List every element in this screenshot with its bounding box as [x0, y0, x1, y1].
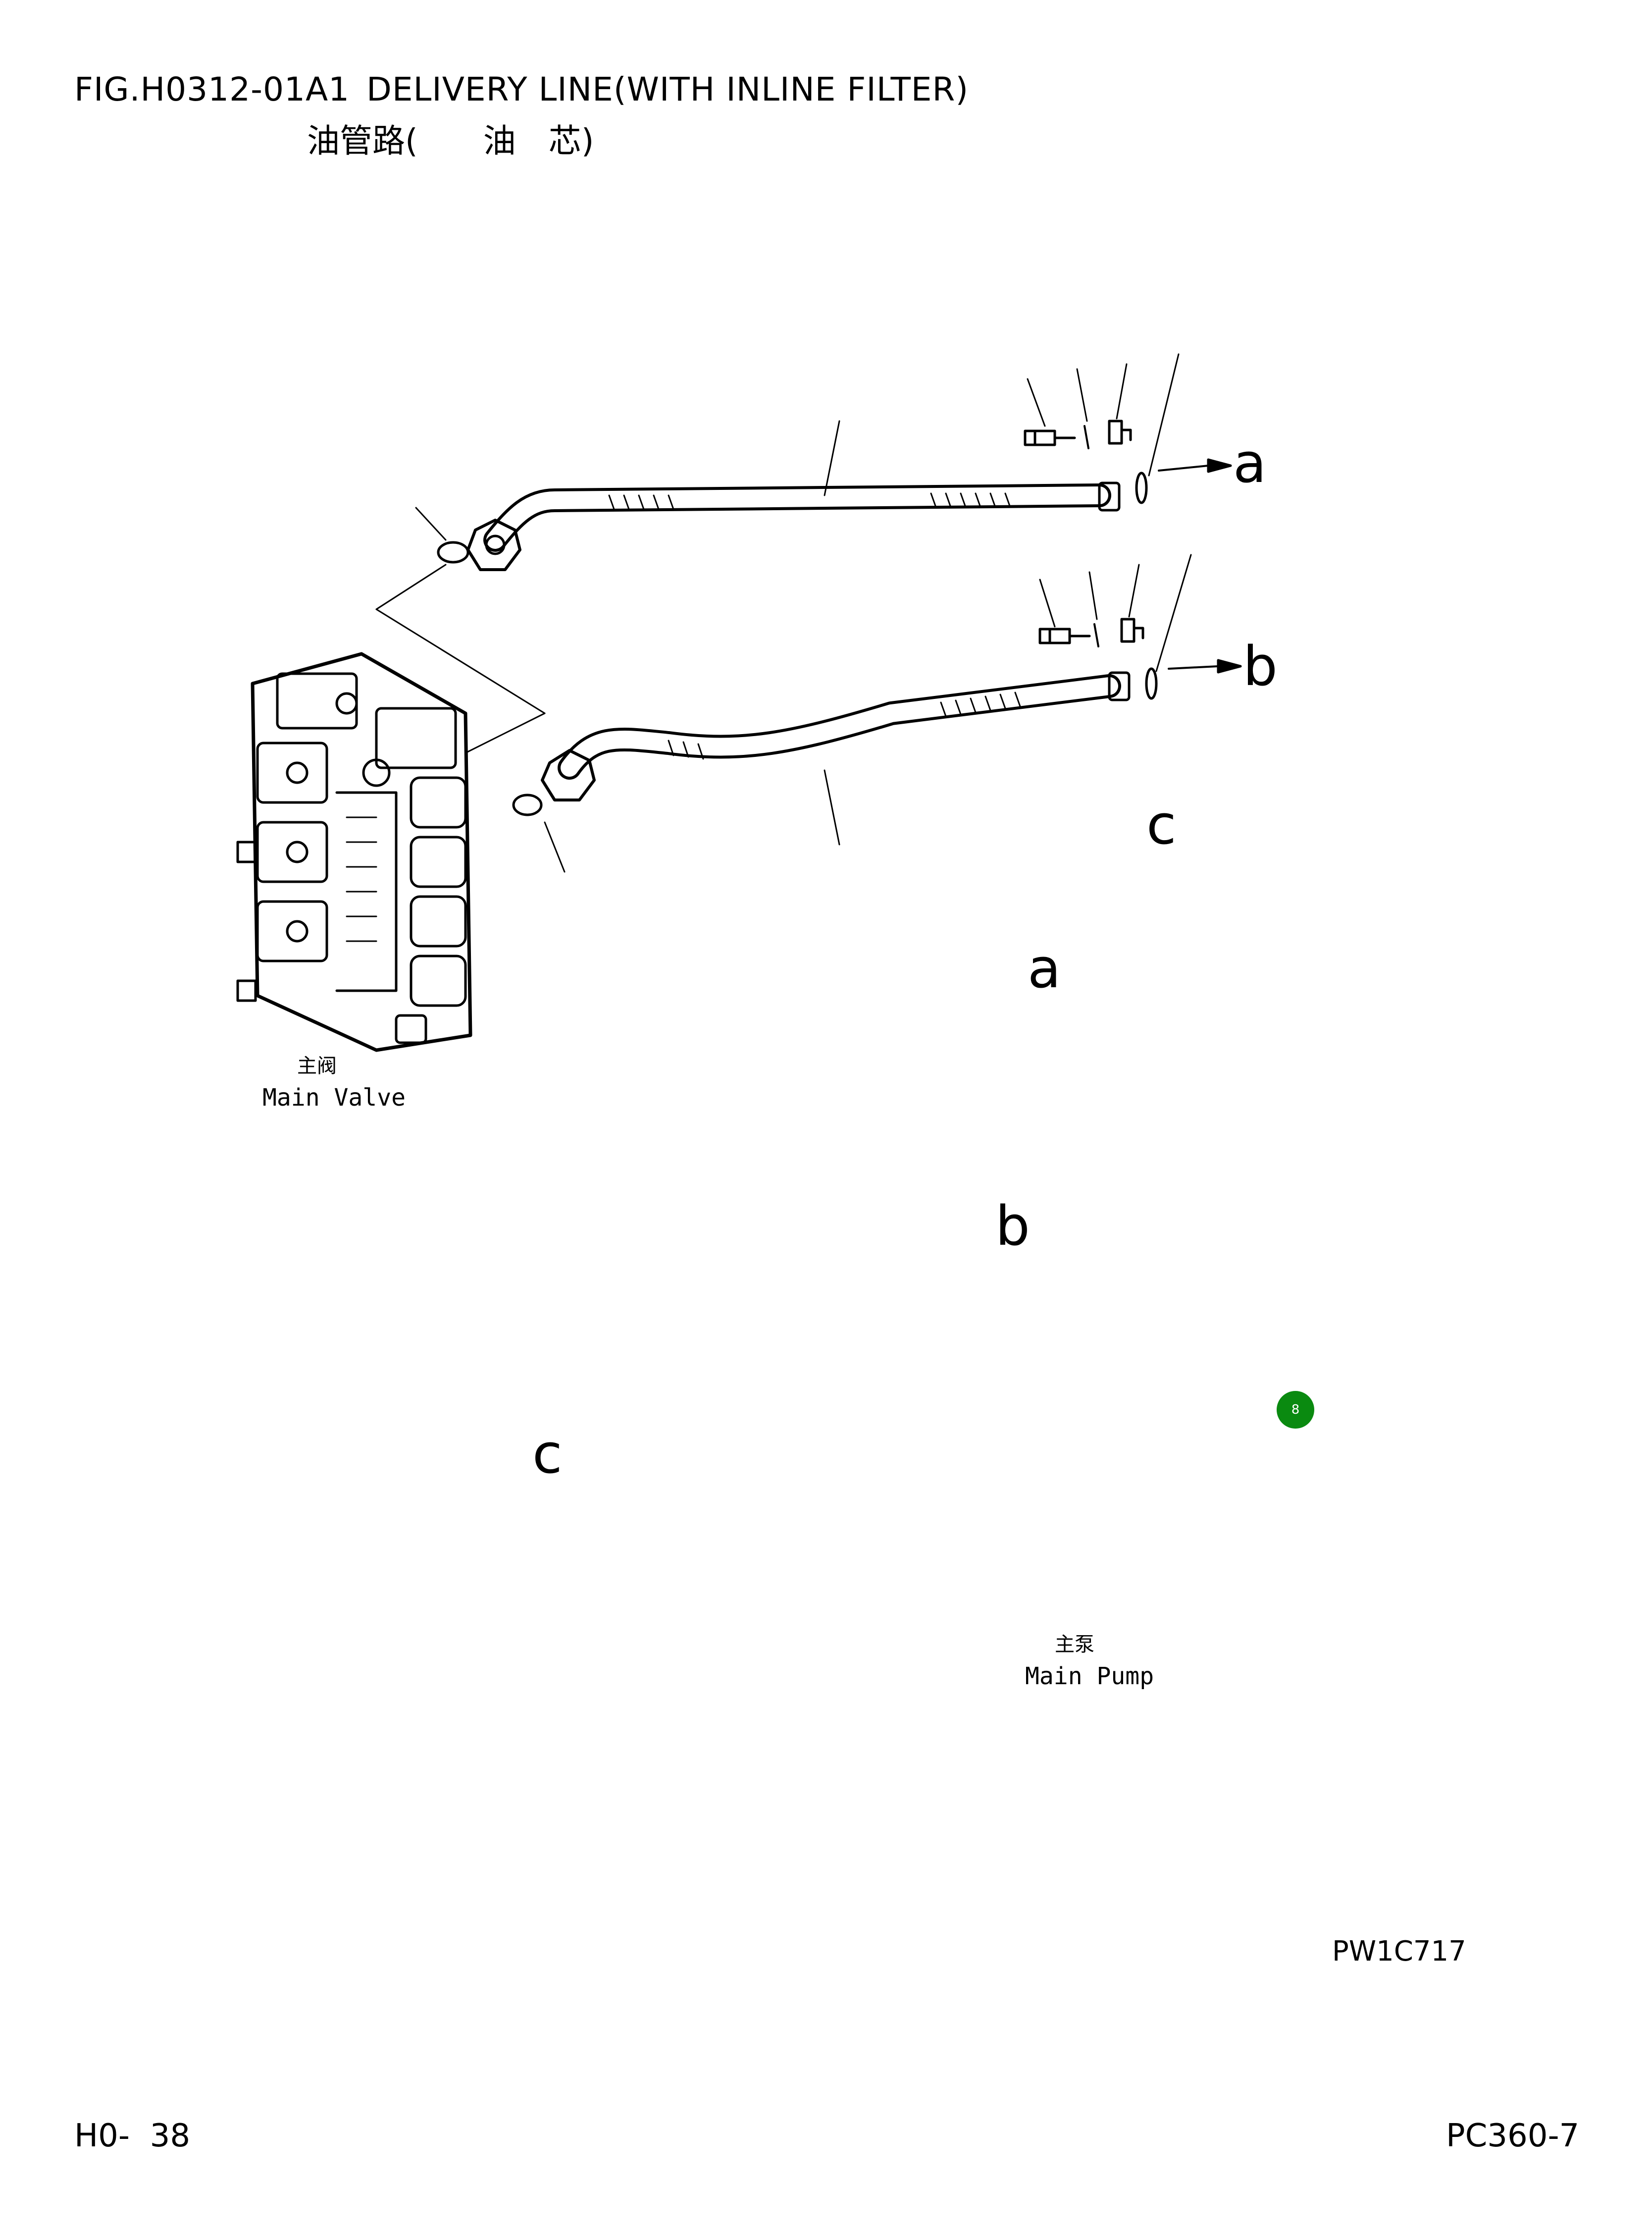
drawing-code: PW1C717	[1332, 1935, 1466, 1968]
upper-hose-a	[466, 481, 1121, 571]
upper-hose-b	[541, 671, 1131, 801]
main-valve-label-en: Main Valve	[262, 1084, 406, 1112]
callout-c-bottom: c	[532, 1422, 563, 1486]
part-number-badge[interactable]: 8	[1277, 1391, 1314, 1429]
figure-subtitle-cn: 油管路( 油 芯)	[307, 122, 594, 160]
upper-fasteners-b	[512, 554, 1242, 873]
callout-a-filter: a	[1028, 937, 1061, 1000]
main-pump-label-cn: 主泵	[1055, 1633, 1094, 1656]
upper-fasteners-a	[415, 353, 1232, 564]
callout-a-top: a	[1233, 431, 1267, 495]
model-number: PC360-7	[1446, 2118, 1580, 2154]
page-number: H0- 38	[74, 2118, 191, 2154]
figure-id: FIG.H0312-01A1	[74, 70, 350, 108]
main-pump-label-en: Main Pump	[1025, 1662, 1154, 1690]
figure-title: DELIVERY LINE(WITH INLINE FILTER)	[366, 70, 969, 108]
main-valve-drawing	[236, 652, 472, 1052]
callout-b-filter: b	[995, 1194, 1030, 1258]
hose-valve-connectors	[375, 564, 546, 754]
callout-c-top: c	[1146, 793, 1177, 856]
main-valve-label-cn: 主阀	[297, 1055, 337, 1077]
callout-b-top: b	[1243, 635, 1278, 698]
